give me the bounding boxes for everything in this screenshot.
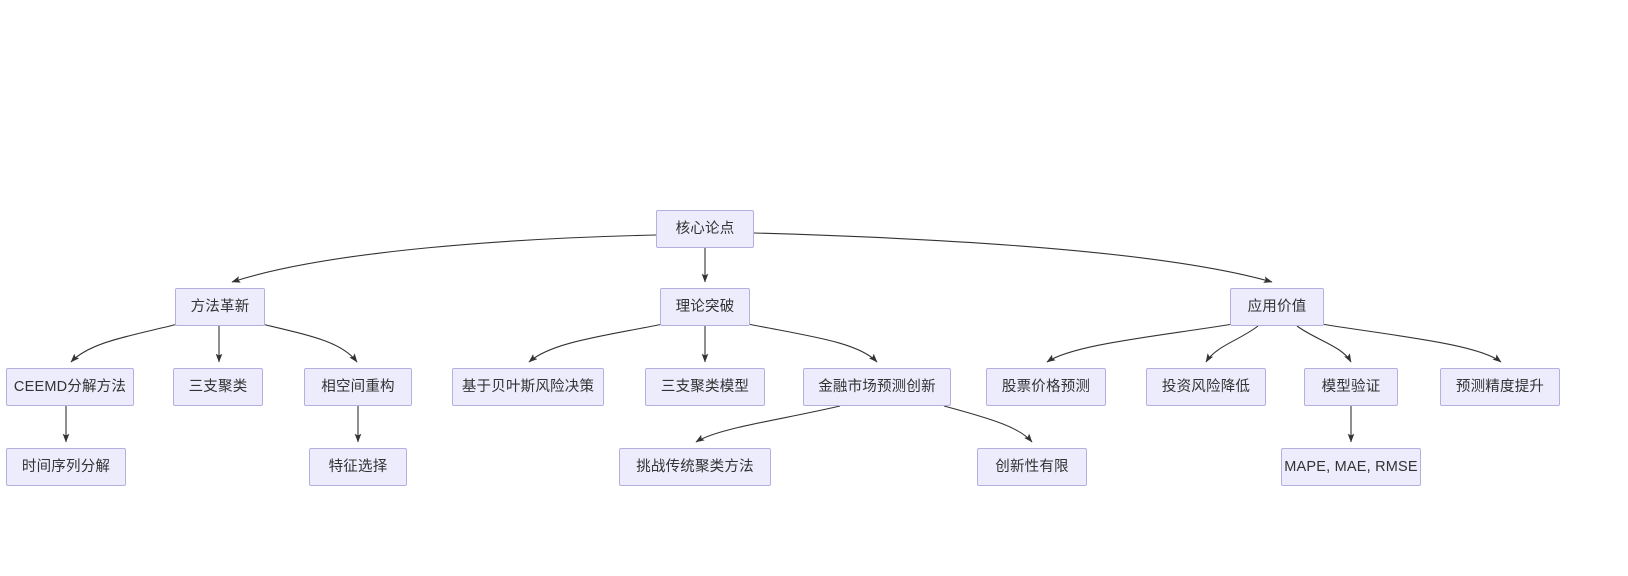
node-theory[interactable]: 理论突破 bbox=[660, 288, 750, 326]
node-label-cluster3: 三支聚类 bbox=[188, 378, 248, 395]
node-timeseq[interactable]: 时间序列分解 bbox=[6, 448, 126, 486]
node-ceemd[interactable]: CEEMD分解方法 bbox=[6, 368, 134, 406]
edge-method-to-ceemd bbox=[70, 323, 179, 363]
node-label-validate: 模型验证 bbox=[1321, 378, 1381, 395]
node-method[interactable]: 方法革新 bbox=[175, 288, 265, 326]
edges-group bbox=[62, 232, 1502, 443]
node-risk[interactable]: 投资风险降低 bbox=[1146, 368, 1266, 406]
node-label-c3model: 三支聚类模型 bbox=[660, 378, 750, 395]
node-label-value: 应用价值 bbox=[1247, 298, 1307, 315]
node-label-ceemd: CEEMD分解方法 bbox=[13, 378, 127, 395]
node-label-timeseq: 时间序列分解 bbox=[21, 458, 111, 475]
edge-method-to-phase bbox=[261, 323, 358, 363]
node-challenge[interactable]: 挑战传统聚类方法 bbox=[619, 448, 771, 486]
edge-root-to-method bbox=[231, 234, 657, 283]
node-value[interactable]: 应用价值 bbox=[1230, 288, 1324, 326]
node-label-stock: 股票价格预测 bbox=[1001, 378, 1091, 395]
node-phase[interactable]: 相空间重构 bbox=[304, 368, 412, 406]
node-limited[interactable]: 创新性有限 bbox=[977, 448, 1087, 486]
node-label-theory: 理论突破 bbox=[675, 298, 735, 315]
node-finance[interactable]: 金融市场预测创新 bbox=[803, 368, 951, 406]
node-feature[interactable]: 特征选择 bbox=[309, 448, 407, 486]
edge-value-to-risk bbox=[1205, 325, 1259, 363]
node-stock[interactable]: 股票价格预测 bbox=[986, 368, 1106, 406]
node-label-accuracy: 预测精度提升 bbox=[1455, 378, 1545, 395]
edge-theory-to-finance bbox=[747, 323, 878, 363]
node-label-metrics: MAPE, MAE, RMSE bbox=[1284, 458, 1418, 475]
node-label-limited: 创新性有限 bbox=[995, 458, 1069, 475]
node-label-challenge: 挑战传统聚类方法 bbox=[636, 458, 754, 475]
edge-finance-to-limited bbox=[943, 405, 1033, 443]
edge-finance-to-challenge bbox=[695, 405, 841, 443]
node-label-risk: 投资风险降低 bbox=[1161, 378, 1251, 395]
node-metrics[interactable]: MAPE, MAE, RMSE bbox=[1281, 448, 1421, 486]
node-label-root: 核心论点 bbox=[675, 220, 735, 237]
node-cluster3[interactable]: 三支聚类 bbox=[173, 368, 263, 406]
node-label-finance: 金融市场预测创新 bbox=[818, 378, 936, 395]
node-c3model[interactable]: 三支聚类模型 bbox=[645, 368, 765, 406]
edge-value-to-validate bbox=[1296, 325, 1352, 363]
node-label-phase: 相空间重构 bbox=[321, 378, 395, 395]
node-label-feature: 特征选择 bbox=[328, 458, 388, 475]
edge-value-to-stock bbox=[1046, 323, 1234, 363]
edge-root-to-value bbox=[753, 232, 1273, 283]
node-root[interactable]: 核心论点 bbox=[656, 210, 754, 248]
node-accuracy[interactable]: 预测精度提升 bbox=[1440, 368, 1560, 406]
node-validate[interactable]: 模型验证 bbox=[1304, 368, 1398, 406]
node-label-method: 方法革新 bbox=[190, 298, 250, 315]
node-label-bayes: 基于贝叶斯风险决策 bbox=[461, 378, 595, 395]
edge-theory-to-bayes bbox=[528, 323, 664, 363]
node-bayes[interactable]: 基于贝叶斯风险决策 bbox=[452, 368, 604, 406]
edge-value-to-accuracy bbox=[1320, 323, 1502, 363]
